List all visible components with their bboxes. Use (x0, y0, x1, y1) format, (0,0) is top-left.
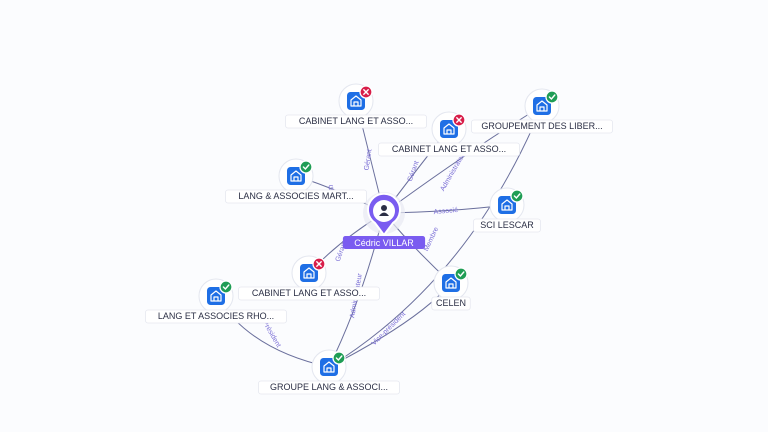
person-node[interactable]: Cédric VILLAR (342, 192, 426, 249)
company-label-box (238, 286, 380, 301)
company-label-box (285, 114, 427, 129)
person-name: Cédric VILLAR (354, 238, 414, 248)
relation-label: Vice-président (371, 311, 408, 348)
company-label-box (431, 296, 471, 311)
company-name: CABINET LANG ET ASSO... (392, 144, 506, 154)
company-node[interactable]: CELEN (431, 265, 471, 311)
relation-label: Membre (423, 226, 440, 252)
person-label-box (342, 236, 426, 249)
relation-label: Gérant (364, 149, 374, 171)
relation-label: Président (261, 320, 282, 349)
relation-label: G (328, 185, 333, 192)
relation-label: Associé (433, 207, 458, 216)
company-node[interactable]: CABINET LANG ET ASSO... (378, 111, 520, 157)
status-active-icon (545, 90, 559, 104)
building-icon (300, 264, 318, 282)
company-label-box (471, 119, 613, 134)
status-closed-icon (359, 85, 373, 99)
building-icon (442, 274, 460, 292)
company-label-box (378, 142, 520, 157)
company-node[interactable]: LANG & ASSOCIES MART... (225, 158, 367, 204)
company-name: GROUPEMENT DES LIBER... (481, 121, 602, 131)
company-node[interactable]: LANG ET ASSOCIES RHO... (145, 278, 287, 324)
relation-edge (328, 105, 543, 368)
company-node[interactable]: SCI LESCAR (473, 187, 541, 233)
status-closed-icon (452, 113, 466, 127)
company-label-box (473, 218, 541, 233)
building-icon (287, 167, 305, 185)
company-node[interactable]: GROUPE LANG & ASSOCI... (258, 349, 400, 395)
company-name: LANG ET ASSOCIES RHO... (158, 311, 274, 321)
company-node[interactable]: CABINET LANG ET ASSO... (238, 255, 380, 301)
company-name: CABINET LANG ET ASSO... (252, 288, 366, 298)
company-name: SCI LESCAR (480, 220, 534, 230)
company-label-box (145, 309, 287, 324)
building-icon (498, 196, 516, 214)
status-active-icon (219, 280, 233, 294)
company-node[interactable]: GROUPEMENT DES LIBER... (471, 88, 613, 134)
building-icon (533, 97, 551, 115)
company-name: CABINET LANG ET ASSO... (299, 116, 413, 126)
status-closed-icon (312, 257, 326, 271)
company-name: CELEN (436, 298, 466, 308)
relation-label: Gérant (407, 160, 421, 183)
building-icon (347, 92, 365, 110)
status-active-icon (510, 189, 524, 203)
status-active-icon (299, 160, 313, 174)
company-name: GROUPE LANG & ASSOCI... (270, 382, 388, 392)
building-icon (207, 287, 225, 305)
status-active-icon (332, 351, 346, 365)
building-icon (320, 358, 338, 376)
company-label-box (258, 380, 400, 395)
company-node[interactable]: CABINET LANG ET ASSO... (285, 83, 427, 129)
user-icon (379, 205, 389, 216)
company-name: LANG & ASSOCIES MART... (238, 191, 353, 201)
building-icon (440, 120, 458, 138)
company-label-box (225, 189, 367, 204)
status-active-icon (454, 267, 468, 281)
